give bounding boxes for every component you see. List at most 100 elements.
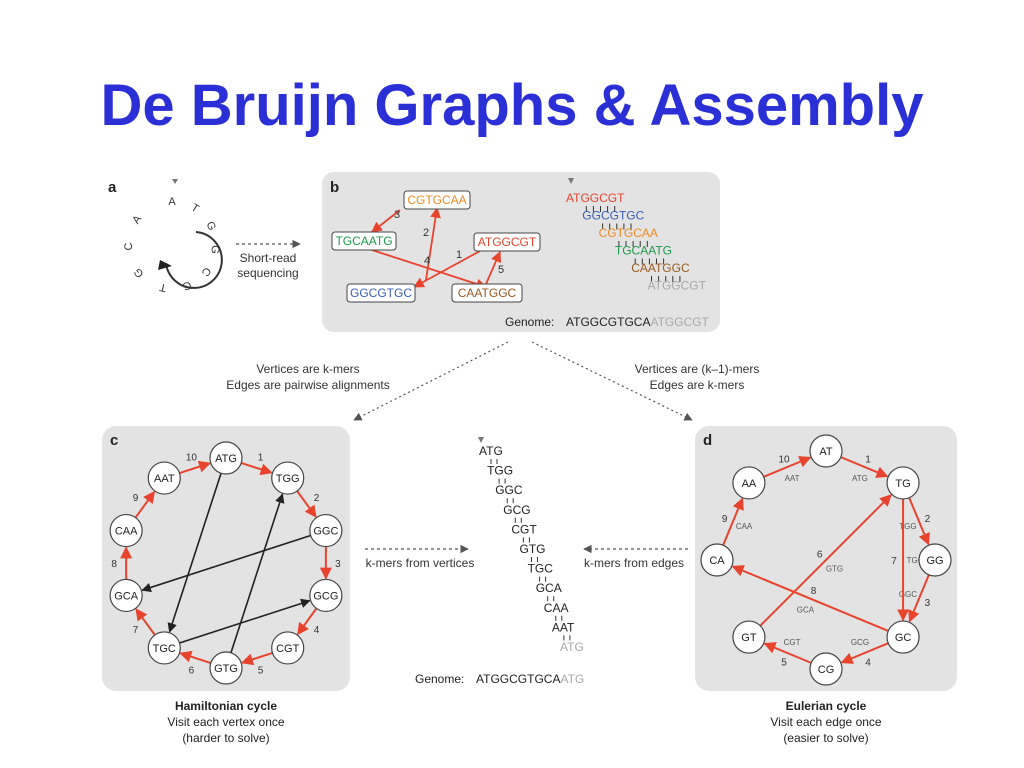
eulerian-edge bbox=[840, 642, 889, 664]
read-label: CAATGGC bbox=[458, 286, 517, 300]
eulerian-edge-kmer: CGT bbox=[784, 638, 801, 647]
eulerian-edge bbox=[763, 456, 812, 478]
kmer: TGC bbox=[528, 562, 554, 576]
caption-c-title: Hamiltonian cycle bbox=[175, 699, 277, 713]
vertex-label: GCA bbox=[114, 590, 139, 602]
vertex-node bbox=[109, 513, 143, 548]
hamiltonian-edge bbox=[296, 490, 317, 518]
stack-read: CGTGCAA bbox=[599, 226, 658, 240]
vertex-label: CGT bbox=[276, 643, 300, 655]
caption-c-line2: Visit each vertex once bbox=[167, 715, 285, 729]
eulerian-edge-kmer: AAT bbox=[785, 474, 800, 483]
vertex-label: TGG bbox=[276, 473, 300, 485]
eulerian-edge-kmer: CAA bbox=[736, 522, 753, 531]
debruijn-node bbox=[700, 543, 734, 577]
genome-main: ATGGCGTGCA bbox=[566, 315, 650, 329]
hamiltonian-edge bbox=[179, 460, 211, 475]
eulerian-edge bbox=[840, 456, 889, 478]
hamiltonian-edge bbox=[240, 461, 273, 476]
vertex-node bbox=[271, 461, 305, 495]
connector-left-line2: Edges are pairwise alignments bbox=[226, 378, 389, 392]
hamiltonian-edge-label: 4 bbox=[314, 625, 320, 636]
eulerian-edge-kmer: ATG bbox=[852, 474, 868, 483]
read-box bbox=[346, 283, 416, 303]
hamiltonian-chord bbox=[141, 534, 311, 593]
overlap-edge-label: 4 bbox=[424, 255, 430, 267]
middle-genome-main: ATGGCGTGCA bbox=[476, 672, 560, 686]
circle-letter: G bbox=[208, 245, 221, 255]
circle-letter: G bbox=[203, 220, 218, 233]
hamiltonian-edge-label: 3 bbox=[335, 559, 341, 570]
eulerian-edge-number: 6 bbox=[817, 550, 823, 561]
page-title: De Bruijn Graphs & Assembly bbox=[100, 73, 924, 138]
circle-letter: T bbox=[158, 280, 167, 293]
debruijn-node bbox=[886, 466, 920, 500]
middle-genome-tail: ATG bbox=[560, 672, 584, 686]
hamiltonian-chord bbox=[230, 493, 285, 654]
hamiltonian-edge-label: 2 bbox=[314, 493, 320, 504]
read-box bbox=[403, 190, 471, 210]
eulerian-edge-number: 2 bbox=[925, 514, 931, 525]
hamiltonian-edge-label: 10 bbox=[186, 453, 198, 464]
connectors: Vertices are k-mers Edges are pairwise a… bbox=[226, 341, 760, 421]
stack-read: TGCAATG bbox=[615, 244, 672, 258]
eulerian-edge bbox=[763, 642, 812, 664]
read-box bbox=[331, 231, 397, 251]
middle-genome-label: Genome: bbox=[415, 672, 464, 686]
eulerian-edge bbox=[722, 497, 744, 546]
overlap-edge-1 bbox=[413, 250, 481, 288]
vertex-label: GCG bbox=[313, 590, 338, 602]
hamiltonian-edge-label: 6 bbox=[189, 665, 195, 676]
hamiltonian-chord bbox=[167, 472, 222, 633]
vertex-node bbox=[109, 578, 143, 613]
circle-letter: C bbox=[199, 265, 213, 279]
debruijn-node-label: CG bbox=[818, 664, 835, 676]
hamiltonian-edge bbox=[179, 650, 212, 665]
eulerian-edge-kmer: TGG bbox=[899, 522, 916, 531]
eulerian-edge-kmer: GTG bbox=[826, 564, 843, 573]
hamiltonian-edge bbox=[134, 490, 156, 519]
hamiltonian-edge bbox=[135, 608, 156, 636]
vertex-node bbox=[147, 461, 181, 495]
kmers-from-edges-text: k-mers from edges bbox=[584, 556, 684, 570]
debruijn-node bbox=[886, 620, 920, 654]
circle-letter: A bbox=[130, 213, 144, 227]
eulerian-edge-kmer: GGC bbox=[899, 590, 917, 599]
kmer: TGG bbox=[487, 464, 513, 478]
vertex-node bbox=[209, 651, 243, 685]
stack-read: ATGGCGT bbox=[648, 279, 707, 293]
eulerian-edge-number: 1 bbox=[865, 455, 871, 466]
eulerian-edge-kmer: GCG bbox=[851, 638, 869, 647]
connector-left-line1: Vertices are k-mers bbox=[256, 362, 359, 376]
kmer: GCA bbox=[536, 581, 562, 595]
kmer: CGT bbox=[511, 522, 537, 536]
arrow-text-line2: sequencing bbox=[237, 266, 298, 280]
genome-sequence: ATGGCGTGCAATGGCGT bbox=[566, 315, 710, 329]
circle-letter: G bbox=[181, 278, 193, 292]
kmer: GTG bbox=[520, 542, 546, 556]
hamiltonian-edge-label: 1 bbox=[258, 453, 264, 464]
kmer-start-marker bbox=[478, 437, 484, 443]
connector-right-line1: Vertices are (k–1)-mers bbox=[635, 362, 760, 376]
eulerian-edge bbox=[908, 574, 930, 623]
eulerian-edge-number: 4 bbox=[865, 657, 871, 668]
eulerian-edge-number: 9 bbox=[722, 514, 728, 525]
eulerian-edge-kmer: GCA bbox=[797, 606, 815, 615]
read-label: CGTGCAA bbox=[407, 193, 466, 207]
vertex-node bbox=[209, 441, 243, 475]
caption-d-line3: (easier to solve) bbox=[783, 731, 868, 745]
eulerian-edge-number: 8 bbox=[811, 586, 817, 597]
debruijn-node-label: AT bbox=[819, 446, 833, 458]
hamiltonian-edge-label: 7 bbox=[133, 625, 139, 636]
eulerian-edge-number: 5 bbox=[781, 657, 787, 668]
debruijn-node bbox=[732, 466, 766, 500]
panel-b: b 3 2 4 1 5 CGTGCAA TGCAATG ATGGCGT GGCG… bbox=[322, 172, 720, 332]
hamiltonian-edge-label: 9 bbox=[133, 493, 139, 504]
connector-right-line2: Edges are k-mers bbox=[650, 378, 745, 392]
vertex-label: ATG bbox=[215, 453, 237, 465]
